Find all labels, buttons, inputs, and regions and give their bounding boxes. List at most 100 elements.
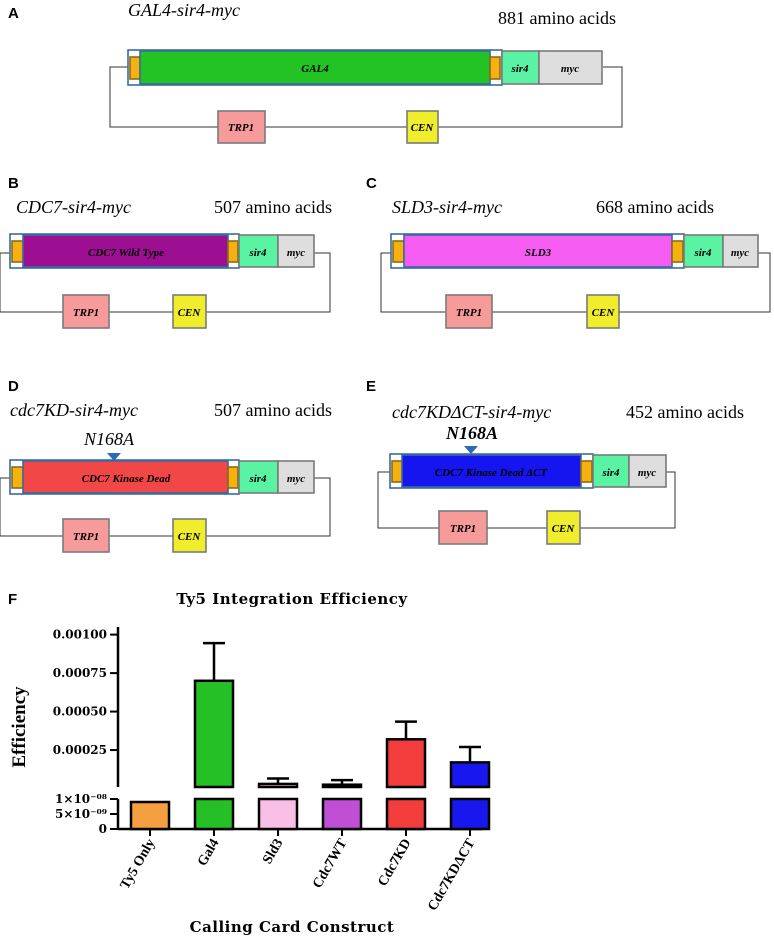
panel-a-cen-label: CEN xyxy=(411,122,435,134)
panel-e-sir4-domain xyxy=(592,454,630,488)
bar-lower-segment xyxy=(449,797,491,831)
panel-e-sir4-label: sir4 xyxy=(601,467,620,479)
panel-e-label: E xyxy=(366,378,376,395)
y-lower-tick-label: 5×10⁻⁰⁹ xyxy=(55,807,107,821)
panel-c-label: C xyxy=(366,175,377,192)
panel-e-cen-element xyxy=(546,510,581,545)
panel-c-cen-element xyxy=(586,294,620,329)
bar-upper-segment xyxy=(385,738,427,789)
panel-c-myc-tag xyxy=(722,234,759,268)
panel-a-trp1-marker xyxy=(217,110,266,144)
panel-d: D cdc7KD-sir4-myc 507 amino acids N168A … xyxy=(0,378,332,553)
panel-e: E cdc7KDΔCT-sir4-myc 452 amino acids N16… xyxy=(366,378,744,545)
panel-e-mutation-marker xyxy=(464,446,478,454)
panel-a-gal4-domain xyxy=(139,50,491,85)
panel-a-label: A xyxy=(8,5,19,22)
panel-c-sir4-label: sir4 xyxy=(693,247,712,259)
panel-d-tag-right xyxy=(227,466,239,489)
bar-upper-segment xyxy=(321,783,363,789)
bar-upper-segment xyxy=(449,761,491,789)
panel-d-trp1-marker xyxy=(62,518,110,553)
chart-title: Ty5 Integration Efficiency xyxy=(176,590,408,608)
y-axis-lower: 05×10⁻⁰⁹1×10⁻⁰⁸ xyxy=(55,792,120,836)
panel-b-cen-label: CEN xyxy=(178,307,202,319)
bar-upper-segment xyxy=(257,782,299,789)
panel-d-trp1-label: TRP1 xyxy=(73,531,99,543)
panel-d-sir4-label: sir4 xyxy=(248,473,267,485)
panel-c-plasmid-backbone xyxy=(380,252,771,313)
x-tick-label: Cdc7WT xyxy=(310,836,351,891)
panel-c-length: 668 amino acids xyxy=(596,197,714,217)
panel-c-tag-right xyxy=(671,240,684,263)
panel-a-tag-left xyxy=(129,56,141,80)
panel-d-label: D xyxy=(8,378,19,395)
panel-a-gal4-label: GAL4 xyxy=(301,63,329,75)
bar-lower-segment xyxy=(193,797,235,831)
panel-a-plasmid-backbone xyxy=(109,66,623,128)
panel-b-plasmid-backbone xyxy=(0,252,331,313)
panel-b-cen-element xyxy=(172,294,207,329)
x-tick-label: Sld3 xyxy=(260,837,286,867)
panel-d-myc-label: myc xyxy=(287,473,305,485)
panel-d-plasmid-backbone xyxy=(0,477,331,537)
panel-d-tag-left xyxy=(11,466,24,489)
panel-e-trp1-label: TRP1 xyxy=(450,523,476,535)
x-tick-label: Cdc7KD xyxy=(375,837,414,890)
bar-lower-segment xyxy=(129,800,171,831)
bar-lower-segment xyxy=(385,797,427,831)
panel-e-mutation: N168A xyxy=(445,423,498,443)
panel-b-length: 507 amino acids xyxy=(214,197,332,217)
panel-c-trp1-marker xyxy=(445,294,493,329)
panel-d-mutation-marker xyxy=(107,453,121,461)
x-tick-label: Ty5 Only xyxy=(118,837,159,892)
x-axis-label: Calling Card Construct xyxy=(190,918,395,936)
panel-d-cdc7kd-label: CDC7 Kinase Dead xyxy=(82,473,171,485)
panel-b-label: B xyxy=(8,175,19,192)
panel-a-cen-element xyxy=(406,110,439,144)
panel-c: C SLD3-sir4-myc 668 amino acids SLD3 sir… xyxy=(366,175,771,329)
y-axis-label: Efficiency xyxy=(9,686,30,768)
panel-e-trp1-marker xyxy=(438,510,488,545)
panel-e-cen-label: CEN xyxy=(552,523,576,535)
panel-b-sir4-label: sir4 xyxy=(248,247,267,259)
panel-d-length: 507 amino acids xyxy=(214,400,332,420)
panel-d-title: cdc7KD-sir4-myc xyxy=(10,400,138,420)
panel-d-mutation: N168A xyxy=(83,429,135,449)
y-upper-tick-label: 0.00050 xyxy=(53,705,107,719)
panel-c-title: SLD3-sir4-myc xyxy=(392,197,502,217)
panel-b-title: CDC7-sir4-myc xyxy=(16,197,131,217)
panel-a-myc-label: myc xyxy=(561,63,579,75)
panel-b-tag-right xyxy=(227,240,239,263)
panel-c-cen-label: CEN xyxy=(592,307,616,319)
panel-c-trp1-label: TRP1 xyxy=(456,307,482,319)
y-lower-tick-label: 0 xyxy=(99,822,107,836)
x-tick-label: Cdc7KDΔCT xyxy=(425,836,478,914)
panel-a-sir4-label: sir4 xyxy=(510,63,529,75)
panel-b-myc-tag xyxy=(277,234,315,268)
panel-e-plasmid-backbone xyxy=(377,471,676,529)
panel-c-sld3-domain xyxy=(403,234,673,268)
bar-lower-segment xyxy=(257,797,299,831)
panel-c-tag-left xyxy=(392,240,405,263)
y-upper-tick-label: 0.00100 xyxy=(53,628,107,642)
bar-series xyxy=(129,641,491,831)
panel-d-myc-tag xyxy=(277,460,315,494)
panel-a-trp1-label: TRP1 xyxy=(228,122,254,134)
panel-b-tag-left xyxy=(11,240,24,263)
panel-f-label: F xyxy=(8,591,17,608)
y-upper-tick-label: 0.00025 xyxy=(53,743,107,757)
panel-d-cdc7kd-domain xyxy=(22,460,229,494)
panel-e-myc-tag xyxy=(628,454,667,488)
bar-lower-segment xyxy=(321,797,363,831)
panel-e-cdc7kdct-label: CDC7 Kinase Dead ΔCT xyxy=(435,467,549,479)
panel-b: B CDC7-sir4-myc 507 amino acids CDC7 Wil… xyxy=(0,175,332,329)
panel-b-cdc7-domain xyxy=(22,234,229,268)
panel-b-myc-label: myc xyxy=(287,247,305,259)
y-lower-tick-label: 1×10⁻⁰⁸ xyxy=(55,792,107,806)
panel-f: F Ty5 Integration Efficiency Efficiency … xyxy=(8,590,491,936)
panel-c-sld3-label: SLD3 xyxy=(525,247,552,259)
panel-e-title: cdc7KDΔCT-sir4-myc xyxy=(392,402,551,422)
